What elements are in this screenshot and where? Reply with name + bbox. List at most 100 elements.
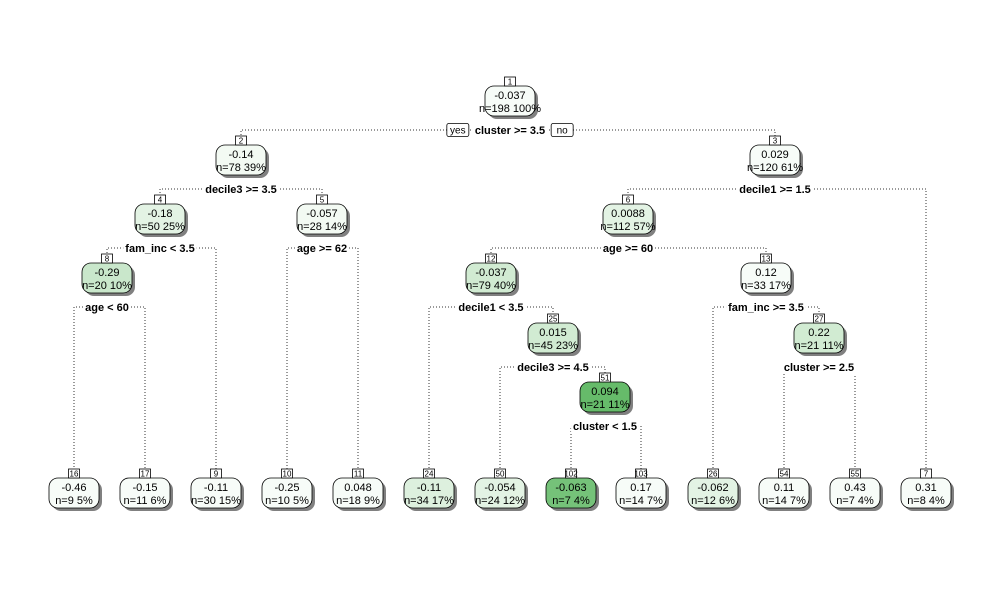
yes-tag-label: yes xyxy=(450,126,466,137)
node-id: 10 xyxy=(283,470,292,479)
node-id-box xyxy=(423,468,435,479)
node-id-box xyxy=(316,194,328,205)
node-count: n=21 11% xyxy=(580,399,629,411)
node-id: 3 xyxy=(773,137,778,146)
edge-27-55 xyxy=(819,366,856,469)
node-id-box xyxy=(494,468,506,479)
tree-node-54: 540.11n=14 7% xyxy=(758,468,812,511)
tree-node-10: 10 -0.25n=10 5% xyxy=(261,468,315,511)
node-id: 13 xyxy=(762,255,771,264)
edge-13-26 xyxy=(712,306,766,469)
node-value: 0.0088 xyxy=(611,208,645,220)
node-id: 5 xyxy=(320,196,325,205)
node-id-box xyxy=(707,468,719,479)
no-tag-box xyxy=(550,123,574,137)
node-count: n=14 7% xyxy=(762,495,806,507)
node-value: 0.11 xyxy=(774,482,795,494)
node-id: 7 xyxy=(924,470,929,479)
node-id-box xyxy=(547,313,559,324)
edge-6-12 xyxy=(490,247,628,254)
edge-4-9 xyxy=(160,247,217,469)
node-id: 12 xyxy=(487,255,496,264)
node-count: n=10 5% xyxy=(265,495,309,507)
node-id: 8 xyxy=(105,255,110,264)
node-value: -0.46 xyxy=(61,482,86,494)
node-count: n=7 4% xyxy=(552,495,590,507)
edge-1-2 xyxy=(240,129,510,136)
node-id: 50 xyxy=(496,470,505,479)
node-id-box xyxy=(68,468,80,479)
node-value: -0.18 xyxy=(147,208,172,220)
node-id-box xyxy=(139,468,151,479)
node-count: n=7 4% xyxy=(836,495,874,507)
split-label-bg xyxy=(203,184,279,196)
edge-5-11 xyxy=(322,247,359,469)
split-label: cluster >= 2.5 xyxy=(784,362,854,374)
edge-27-54 xyxy=(783,366,819,469)
edge-3-6 xyxy=(627,188,775,195)
tree-node-4: 4-0.18n=50 25% xyxy=(134,194,188,237)
edges-layer xyxy=(73,129,927,469)
node-count: n=33 17% xyxy=(741,280,791,292)
node-value: 0.22 xyxy=(808,327,829,339)
split-label: decile1 >= 1.5 xyxy=(739,184,811,196)
split-label: decile3 >= 4.5 xyxy=(517,362,589,374)
split-label-bg xyxy=(737,184,813,196)
node-id: 55 xyxy=(851,470,860,479)
split-label-bg xyxy=(571,421,639,433)
node-id: 27 xyxy=(815,315,824,324)
node-value: -0.25 xyxy=(274,482,299,494)
node-value: 0.015 xyxy=(539,327,567,339)
node-value: 0.029 xyxy=(761,149,789,161)
node-value: -0.057 xyxy=(306,208,337,220)
node-id: 16 xyxy=(70,470,79,479)
edge-13-27 xyxy=(766,306,820,314)
tree-node-2: 2-0.14n=78 39% xyxy=(215,135,269,178)
node-id-box xyxy=(504,76,516,87)
node-count: n=11 6% xyxy=(124,495,167,507)
node-count: n=20 10% xyxy=(82,280,132,292)
node-id-box xyxy=(154,194,166,205)
node-id-box xyxy=(599,372,611,383)
edge-25-51 xyxy=(553,366,606,373)
node-id: 2 xyxy=(239,137,244,146)
split-label-bg xyxy=(781,362,857,374)
node-value: -0.063 xyxy=(555,482,586,494)
edge-12-24 xyxy=(428,306,491,469)
node-count: n=9 5% xyxy=(55,495,93,507)
node-id: 103 xyxy=(634,470,648,479)
yes-tag-box xyxy=(446,123,470,137)
tree-node-24: 24-0.11n=34 17% xyxy=(403,468,457,511)
node-id-box xyxy=(101,253,113,264)
node-id-box xyxy=(281,468,293,479)
node-id: 17 xyxy=(141,470,150,479)
node-count: n=120 61% xyxy=(747,162,803,174)
node-value: -0.29 xyxy=(94,267,119,279)
node-id: 25 xyxy=(549,315,558,324)
node-id: 11 xyxy=(354,470,363,479)
split-label-bg xyxy=(726,302,806,314)
split-label-bg xyxy=(600,243,656,255)
edge-51-102 xyxy=(570,425,605,469)
node-id-box xyxy=(778,468,790,479)
node-count: n=24 12% xyxy=(475,495,525,507)
node-id-box xyxy=(769,135,781,146)
node-id: 102 xyxy=(564,470,578,479)
split-label-bg xyxy=(123,243,197,255)
node-value: 0.31 xyxy=(915,482,936,494)
tree-node-8: 8 -0.29n=20 10% xyxy=(81,253,135,296)
node-count: n=12 6% xyxy=(691,495,735,507)
split-label-bg xyxy=(294,243,350,255)
node-id: 26 xyxy=(709,470,718,479)
node-count: n=78 39% xyxy=(216,162,266,174)
edge-25-50 xyxy=(499,366,553,469)
split-label: fam_inc >= 3.5 xyxy=(728,302,804,314)
node-value: -0.062 xyxy=(697,482,728,494)
